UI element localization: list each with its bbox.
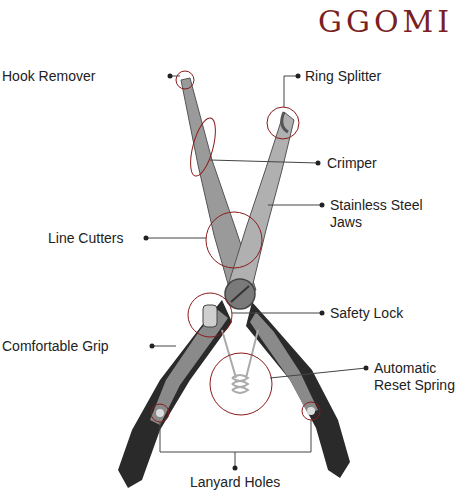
leader-line xyxy=(284,76,298,107)
leader-line xyxy=(152,346,176,347)
hole xyxy=(307,407,315,415)
pivot-slot xyxy=(231,286,249,302)
part-label: Safety Lock xyxy=(330,305,460,322)
callout-circle xyxy=(206,212,262,268)
leader-line xyxy=(232,313,322,314)
callout-circle xyxy=(302,402,320,420)
leader-line xyxy=(270,368,366,378)
leader-dot xyxy=(296,74,301,79)
part-label: Lanyard Holes xyxy=(190,474,350,491)
leader-dot xyxy=(168,74,173,79)
part-label: Stainless Steel Jaws xyxy=(330,197,440,231)
reset-spring xyxy=(222,330,258,393)
leader-dot xyxy=(320,203,325,208)
left-handle xyxy=(118,300,232,488)
part-label: Line Cutters xyxy=(48,230,144,247)
callout-circle xyxy=(176,71,194,89)
safety-lock-part xyxy=(203,305,217,327)
leader-line xyxy=(146,238,206,239)
leader-dot xyxy=(150,344,155,349)
callout-circle xyxy=(186,115,221,178)
leader-line xyxy=(268,205,322,206)
callout-circle xyxy=(210,353,272,415)
leader-dot xyxy=(364,366,369,371)
right-handle-metal xyxy=(250,312,318,414)
part-label: Comfortable Grip xyxy=(2,338,150,355)
leader-dot xyxy=(233,466,238,471)
callout-circle xyxy=(188,293,232,337)
leader-dot xyxy=(320,311,325,316)
leader-dot xyxy=(316,161,321,166)
leader-dot xyxy=(144,236,149,241)
part-label: Automatic Reset Spring xyxy=(374,360,469,394)
part-label: Hook Remover xyxy=(2,68,162,85)
part-label: Ring Splitter xyxy=(305,68,465,85)
leader-line xyxy=(210,160,318,163)
brand-title: GGOMI xyxy=(318,4,453,39)
ring-splitter-hook xyxy=(282,112,288,132)
part-label: Crimper xyxy=(327,155,467,172)
hole xyxy=(156,409,164,417)
callout-circle xyxy=(151,404,169,422)
left-handle-metal xyxy=(150,310,228,425)
lanyard-bracket xyxy=(160,420,311,466)
callout-circle xyxy=(267,107,299,139)
